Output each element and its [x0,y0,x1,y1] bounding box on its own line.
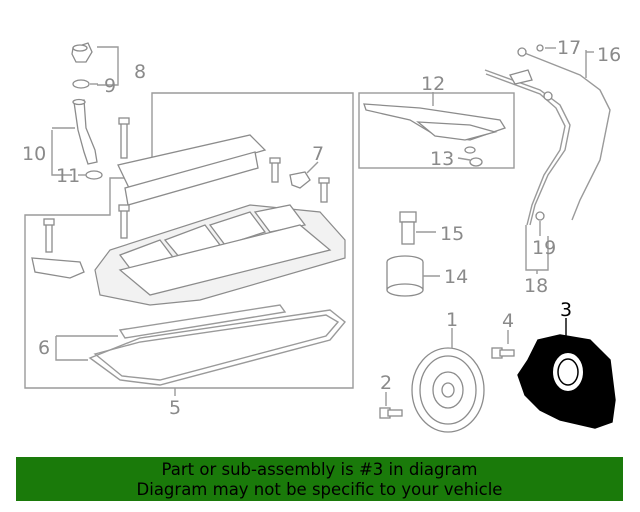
oil-pan-frame [358,92,515,169]
cover-bolt[interactable] [491,347,515,359]
dipstick-tube[interactable] [484,69,571,226]
cap-seal[interactable] [72,79,90,89]
valve-cover[interactable] [94,134,346,306]
bolts-upper[interactable] [43,117,330,253]
callout-6: 6 [38,337,50,359]
drain-plug-seal[interactable] [464,146,483,167]
oil-filler-cap[interactable] [71,42,93,63]
pulley-bolt[interactable] [379,407,403,419]
banner-line-1: Part or sub-assembly is #3 in diagram [161,460,478,479]
valve-cover-gasket[interactable] [88,304,346,386]
banner-line-2: Diagram may not be specific to your vehi… [136,480,503,499]
sensor-7[interactable] [289,171,311,189]
callout-13: 13 [430,148,454,170]
callout-11: 11 [56,165,80,187]
callout-8: 8 [134,61,146,83]
callout-2: 2 [380,372,392,394]
callout-10: 10 [22,143,46,165]
callout-17: 17 [557,37,581,59]
callout-18: 18 [524,275,548,297]
callout-12: 12 [421,73,445,95]
oil-pan[interactable] [363,103,506,141]
dipstick-seal-19[interactable] [535,211,545,221]
rear-seal-cover-highlighted[interactable] [517,334,616,429]
callout-15: 15 [440,223,464,245]
callout-3: 3 [560,299,572,321]
crankshaft-pulley[interactable] [411,347,485,433]
callout-9: 9 [104,75,116,97]
dipstick[interactable] [517,47,611,221]
bracket-left[interactable] [31,257,85,279]
callout-16: 16 [597,44,621,66]
callout-4: 4 [502,310,514,332]
callout-5: 5 [169,397,181,419]
callout-7: 7 [312,143,324,165]
dipstick-seal-17[interactable] [536,44,544,52]
oil-pressure-sensor[interactable] [399,211,417,245]
info-banner: Part or sub-assembly is #3 in diagram Di… [16,457,623,501]
callout-14: 14 [444,266,468,288]
oil-filler-tube[interactable] [72,98,98,165]
callout-19: 19 [532,237,556,259]
tube-seal[interactable] [85,170,103,180]
oil-filter[interactable] [386,255,424,297]
callout-1: 1 [446,309,458,331]
